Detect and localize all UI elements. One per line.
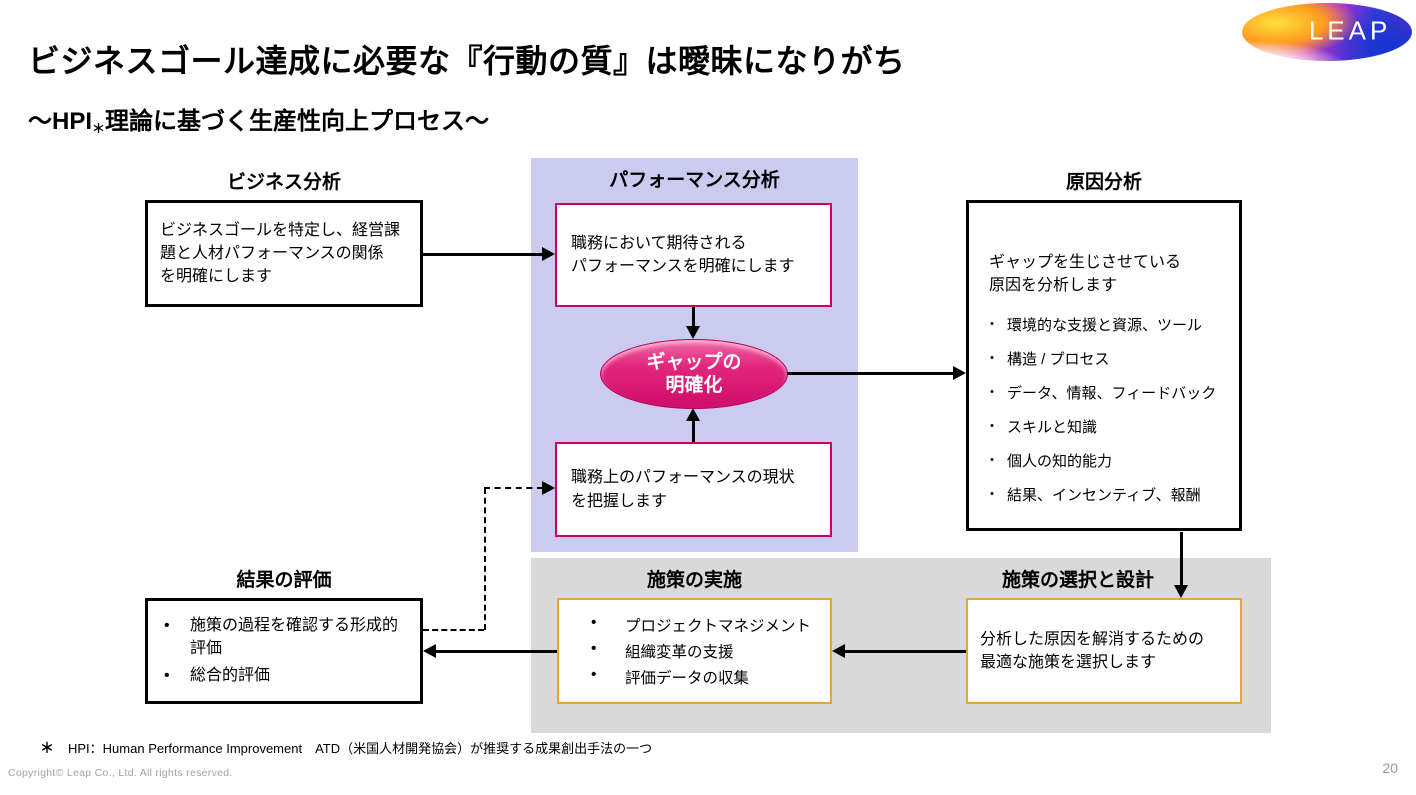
gap-text-line: ギャップの: [646, 351, 742, 373]
slide-title: ビジネスゴール達成に必要な『行動の質』は曖昧になりがち: [28, 43, 906, 79]
arrow-current-to-gap-head: [686, 408, 700, 421]
dashed-feedback-top-segment: [484, 487, 543, 489]
arrow-business-to-expected-head: [542, 247, 555, 261]
result-evaluation-box: 施策の過程を確認する形成的評価 総合的評価: [145, 598, 423, 704]
implementation-bullet: プロジェクトマネジメント: [583, 614, 830, 636]
dashed-feedback-arrow-head: [542, 481, 555, 495]
business-analysis-text-line: を明確にします: [160, 268, 273, 286]
leap-logo: LEAP: [1242, 3, 1412, 61]
arrow-cause-to-selection-line: [1180, 532, 1183, 586]
arrow-business-to-expected-line: [423, 253, 543, 256]
cause-bullet: データ、情報、フィードバック: [985, 382, 1225, 403]
current-performance-text-line: を把握します: [571, 492, 668, 510]
business-analysis-text-line: 題と人材パフォーマンスの関係: [160, 244, 384, 262]
arrow-selection-to-implementation-line: [844, 650, 966, 653]
arrow-selection-to-implementation-head: [832, 644, 845, 658]
cause-bullet: 結果、インセンティブ、報酬: [985, 484, 1225, 505]
measure-selection-text-line: 最適な施策を選択します: [980, 654, 1157, 671]
cause-analysis-box: ギャップを生じさせている 原因を分析します 環境的な支援と資源、ツール 構造 /…: [966, 200, 1242, 531]
gap-text-line: 明確化: [665, 375, 723, 396]
arrow-gap-to-cause-head: [953, 366, 966, 380]
dashed-feedback-vertical-segment: [484, 488, 486, 630]
business-analysis-text-line: ビジネスゴールを特定し、経営課: [160, 221, 401, 239]
footnote: ＊ HPI：Human Performance Improvement ATD（…: [40, 738, 652, 758]
cause-bullet: 環境的な支援と資源、ツール: [985, 314, 1225, 335]
cause-bullet: 個人の知的能力: [985, 450, 1225, 471]
current-performance-box: 職務上のパフォーマンスの現状 を把握します: [555, 442, 832, 537]
heading-business-analysis: ビジネス分析: [226, 172, 341, 193]
footnote-text: HPI：Human Performance Improvement ATD（米国…: [68, 741, 653, 756]
page-number: 20: [1382, 760, 1398, 776]
heading-cause-analysis: 原因分析: [1065, 172, 1142, 193]
arrow-implementation-to-evaluation-head: [423, 644, 436, 658]
subtitle-prefix: ～HPI: [28, 108, 93, 135]
current-performance-text-line: 職務上のパフォーマンスの現状: [571, 469, 795, 487]
measure-selection-box: 分析した原因を解消するための 最適な施策を選択します: [966, 598, 1242, 704]
heading-result-evaluation: 結果の評価: [236, 570, 332, 591]
expected-performance-text-line: パフォーマンスを明確にします: [571, 258, 795, 275]
expected-performance-text-line: 職務において期待される: [571, 234, 747, 252]
arrow-implementation-to-evaluation-line: [435, 650, 557, 653]
evaluation-bullet: 総合的評価: [156, 665, 410, 688]
arrow-cause-to-selection-head: [1174, 585, 1188, 598]
heading-measure-selection: 施策の選択と設計: [1001, 570, 1154, 591]
evaluation-bullet-list: 施策の過程を確認する形成的評価 総合的評価: [156, 615, 410, 692]
cause-bullet-list: 環境的な支援と資源、ツール 構造 / プロセス データ、情報、フィードバック ス…: [985, 314, 1225, 505]
arrow-gap-to-cause-line: [787, 372, 954, 375]
arrow-current-to-gap-line: [692, 420, 695, 442]
cause-bullet: 構造 / プロセス: [985, 348, 1225, 369]
subtitle-suffix: 理論に基づく生産性向上プロセス～: [105, 108, 490, 135]
implementation-bullet: 組織変革の支援: [583, 640, 830, 662]
measure-selection-text-line: 分析した原因を解消するための: [980, 630, 1205, 648]
heading-performance-analysis: パフォーマンス分析: [609, 170, 780, 191]
subtitle-asterisk: ＊: [92, 121, 106, 136]
heading-measure-implementation: 施策の実施: [646, 570, 742, 591]
cause-lead-line: ギャップを生じさせている: [989, 254, 1182, 271]
leap-logo-text: LEAP: [1308, 15, 1392, 46]
dashed-feedback-bottom-segment: [423, 629, 484, 631]
gap-clarification-ellipse: ギャップの 明確化: [600, 339, 788, 409]
measure-implementation-box: プロジェクトマネジメント 組織変革の支援 評価データの収集: [557, 598, 832, 704]
cause-analysis-lead: ギャップを生じさせている 原因を分析します: [985, 251, 1225, 297]
evaluation-bullet: 施策の過程を確認する形成的評価: [156, 615, 410, 660]
cause-lead-line: 原因を分析します: [989, 277, 1118, 295]
cause-bullet: スキルと知識: [985, 416, 1225, 437]
implementation-bullet-list: プロジェクトマネジメント 組織変革の支援 評価データの収集: [583, 610, 830, 692]
arrow-expected-to-gap-head: [686, 326, 700, 339]
slide-subtitle: ～HPI＊理論に基づく生産性向上プロセス～: [28, 101, 489, 137]
expected-performance-box: 職務において期待される パフォーマンスを明確にします: [555, 203, 832, 307]
business-analysis-box: ビジネスゴールを特定し、経営課 題と人材パフォーマンスの関係 を明確にします: [145, 200, 423, 307]
arrow-expected-to-gap-line: [692, 307, 695, 328]
implementation-bullet: 評価データの収集: [583, 666, 830, 688]
footnote-asterisk: ＊: [40, 740, 54, 756]
copyright-text: Copyright© Leap Co., Ltd. All rights res…: [8, 767, 233, 779]
